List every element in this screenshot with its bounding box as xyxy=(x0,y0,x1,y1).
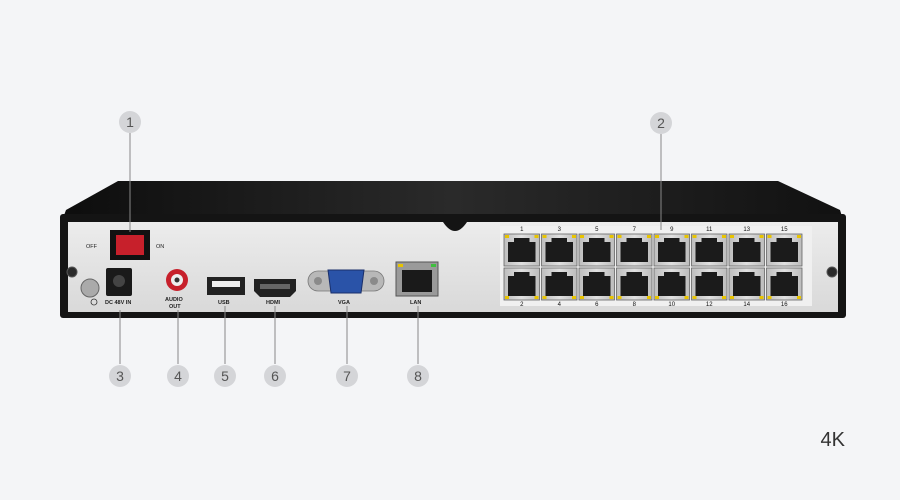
poe-port-number: 5 xyxy=(595,227,599,233)
svg-text:5: 5 xyxy=(221,368,229,384)
dc-jack-hole xyxy=(113,275,125,287)
resolution-badge: 4K xyxy=(820,429,845,451)
audio-label-2: OUT xyxy=(169,304,181,310)
poe-port xyxy=(503,267,540,301)
poe-port-number: 9 xyxy=(670,227,674,233)
poe-port xyxy=(541,233,578,267)
callout-6: 6 xyxy=(264,365,286,387)
lan-port-socket xyxy=(402,270,432,292)
vga-screw-right xyxy=(370,277,378,285)
poe-port xyxy=(691,267,728,301)
screw-left xyxy=(66,266,78,278)
svg-text:8: 8 xyxy=(414,368,422,384)
poe-port xyxy=(653,233,690,267)
svg-text:3: 3 xyxy=(116,368,124,384)
screw-right xyxy=(826,266,838,278)
hdmi-label: HDMI xyxy=(266,300,281,306)
poe-port xyxy=(578,233,615,267)
svg-text:7: 7 xyxy=(343,368,351,384)
audio-port-hole xyxy=(174,277,180,283)
poe-port xyxy=(766,233,803,267)
poe-port-number: 10 xyxy=(668,302,675,308)
vga-screw-left xyxy=(314,277,322,285)
dc-label: DC 48V IN xyxy=(105,300,131,306)
callout-2: 2 xyxy=(650,112,672,134)
poe-port-number: 2 xyxy=(520,302,524,308)
callout-3: 3 xyxy=(109,365,131,387)
poe-bottom-labels: 2 4 6 8 10 12 14 16 xyxy=(520,302,788,308)
poe-port-number: 8 xyxy=(633,302,637,308)
poe-port xyxy=(728,233,765,267)
power-switch[interactable] xyxy=(116,235,144,255)
poe-port-number: 4 xyxy=(558,302,562,308)
callout-4: 4 xyxy=(167,365,189,387)
poe-port-number: 16 xyxy=(781,302,788,308)
lan-led-left xyxy=(398,264,403,267)
vga-label: VGA xyxy=(338,300,350,306)
poe-port-number: 12 xyxy=(706,302,713,308)
poe-port xyxy=(616,233,653,267)
poe-port xyxy=(691,233,728,267)
lan-label: LAN xyxy=(410,300,421,306)
callout-8: 8 xyxy=(407,365,429,387)
callout-7: 7 xyxy=(336,365,358,387)
poe-port xyxy=(578,267,615,301)
poe-port-number: 6 xyxy=(595,302,599,308)
audio-label-1: AUDIO xyxy=(165,297,183,303)
poe-port xyxy=(766,267,803,301)
poe-port-number: 15 xyxy=(781,227,788,233)
usb-label: USB xyxy=(218,300,230,306)
callout-1: 1 xyxy=(119,111,141,133)
poe-port-number: 7 xyxy=(633,227,637,233)
lan-led-right xyxy=(431,264,436,267)
usb-port-tongue xyxy=(212,281,240,287)
svg-text:6: 6 xyxy=(271,368,279,384)
poe-port xyxy=(616,267,653,301)
switch-off-label: OFF xyxy=(86,244,98,250)
chassis-notch xyxy=(443,222,467,231)
poe-port-number: 1 xyxy=(520,227,524,233)
switch-on-label: ON xyxy=(156,244,164,250)
poe-port-grid xyxy=(503,233,803,301)
poe-port xyxy=(541,267,578,301)
poe-port xyxy=(728,267,765,301)
poe-port xyxy=(503,233,540,267)
poe-port xyxy=(653,267,690,301)
poe-port-number: 13 xyxy=(743,227,750,233)
poe-port-number: 11 xyxy=(706,227,713,233)
poe-port-number: 3 xyxy=(558,227,562,233)
svg-text:2: 2 xyxy=(657,115,665,131)
callout-5: 5 xyxy=(214,365,236,387)
poe-port-number: 14 xyxy=(743,302,750,308)
ground-screw xyxy=(80,278,100,298)
hdmi-port-inner xyxy=(260,284,290,289)
svg-text:4: 4 xyxy=(174,368,182,384)
ground-icon xyxy=(90,298,98,306)
vga-port xyxy=(327,269,365,294)
svg-text:1: 1 xyxy=(126,114,134,130)
